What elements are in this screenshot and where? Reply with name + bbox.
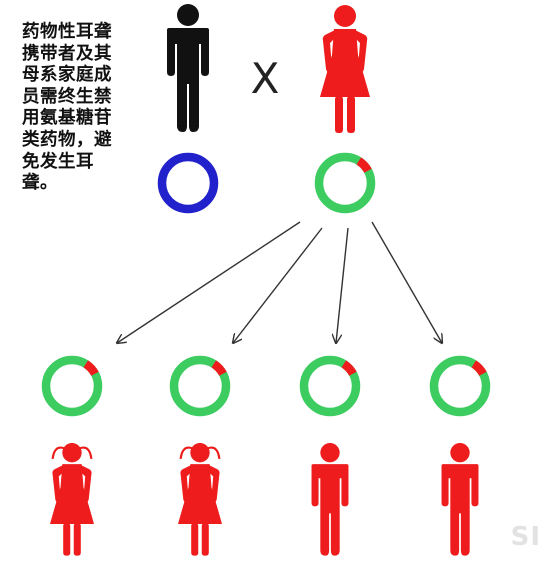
- carrier-marker-arc: [211, 360, 227, 377]
- child-ring-icon: [429, 355, 491, 417]
- male-figure-icon: [167, 4, 209, 132]
- male-figure-icon: [311, 443, 349, 556]
- father-ring-icon: [157, 152, 219, 214]
- child-ring-icon: [41, 355, 103, 417]
- caption-text: 药物性耳聋携带者及其母系家庭成员需终生禁用氨基糖苷类药物，避免发生耳聋。: [22, 22, 112, 194]
- mother-ring-icon: [314, 152, 376, 214]
- male-figure-icon: [441, 443, 479, 556]
- watermark: SI: [510, 522, 541, 552]
- female-figure-icon: [178, 443, 222, 556]
- carrier-marker-arc: [341, 360, 357, 377]
- carrier-marker-arc: [83, 360, 99, 377]
- inheritance-arrow: [336, 227, 349, 343]
- child-ring-icon: [169, 355, 231, 417]
- child-ring-icon: [299, 355, 361, 417]
- inheritance-arrow: [117, 221, 301, 343]
- carrier-marker-arc: [471, 360, 487, 377]
- female-figure-icon: [50, 443, 94, 556]
- inheritance-arrow: [371, 221, 442, 343]
- cross-operator: X: [251, 54, 280, 103]
- female-figure-icon: [320, 5, 370, 133]
- inheritance-arrow: [233, 227, 323, 343]
- carrier-marker-arc: [356, 157, 372, 174]
